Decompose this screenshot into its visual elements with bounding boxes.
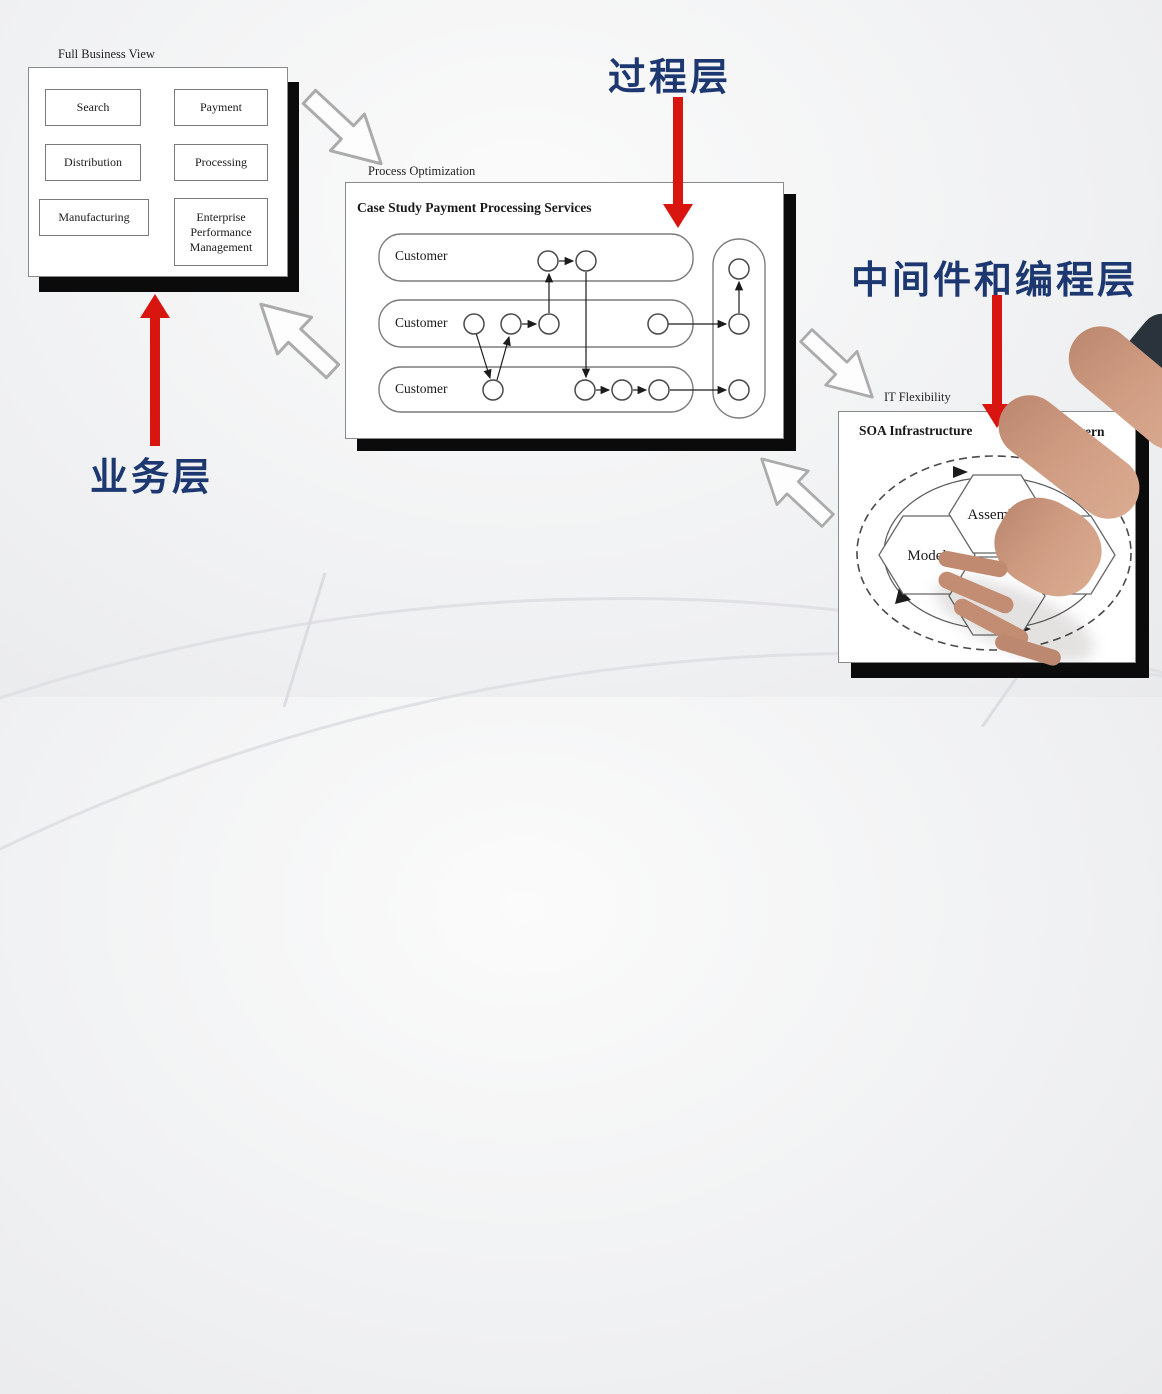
arrow-business-to-process <box>301 88 383 166</box>
business-item-label: Manufacturing <box>58 210 130 224</box>
business-item-payment: Payment <box>174 89 268 126</box>
process-optimization-box: Case Study Payment Processing Services C… <box>345 182 784 439</box>
process-node <box>482 379 504 401</box>
process-node <box>575 250 597 272</box>
flow-connectors <box>475 256 744 395</box>
lane-label-customer-2: Customer <box>395 315 448 330</box>
arrow-process-to-business <box>259 302 341 380</box>
process-flow-diagram <box>378 233 766 419</box>
business-item-label: Search <box>76 100 110 114</box>
it-flexibility-title: IT Flexibility <box>884 390 951 404</box>
process-node <box>728 258 750 280</box>
business-item-distribution: Distribution <box>45 144 141 181</box>
business-item-label: Processing <box>195 155 247 169</box>
business-view-box: Search Payment Distribution Processing M… <box>28 67 288 277</box>
business-item-epm: Enterprise Performance Management <box>174 198 268 266</box>
business-layer-arrow <box>140 294 170 446</box>
business-item-manufacturing: Manufacturing <box>39 199 149 236</box>
process-layer-label: 过程层 <box>608 57 732 99</box>
business-item-search: Search <box>45 89 141 126</box>
business-item-label: Enterprise Performance Management <box>189 209 253 254</box>
process-node <box>538 313 560 335</box>
process-nodes <box>463 250 750 401</box>
process-optimization-title: Process Optimization <box>368 164 476 178</box>
process-node <box>647 313 669 335</box>
business-item-label: Distribution <box>63 155 122 169</box>
process-box-subtitle: Case Study Payment Processing Services <box>357 200 592 215</box>
process-node <box>611 379 633 401</box>
process-node <box>500 313 522 335</box>
arrow-it-to-process <box>760 457 835 528</box>
lane-1 <box>378 233 694 282</box>
lane-label-customer-3: Customer <box>395 381 448 396</box>
process-node <box>463 313 485 335</box>
process-node <box>648 379 670 401</box>
background-arc-outer <box>0 597 1162 1394</box>
process-node <box>537 250 559 272</box>
process-node <box>574 379 596 401</box>
hexagon-label-model: Model <box>907 548 946 564</box>
process-node <box>728 313 750 335</box>
business-item-processing: Processing <box>174 144 268 181</box>
arrow-process-to-it <box>799 328 874 399</box>
process-node <box>728 379 750 401</box>
collector-box <box>712 238 766 419</box>
business-item-label: Payment <box>200 100 242 114</box>
soa-infrastructure-header: SOA Infrastructure <box>859 423 973 438</box>
business-layer-label: 业务层 <box>90 457 214 499</box>
lane-label-customer-1: Customer <box>395 248 448 263</box>
business-view-title: Full Business View <box>58 47 155 61</box>
process-layer-arrow <box>663 97 693 228</box>
